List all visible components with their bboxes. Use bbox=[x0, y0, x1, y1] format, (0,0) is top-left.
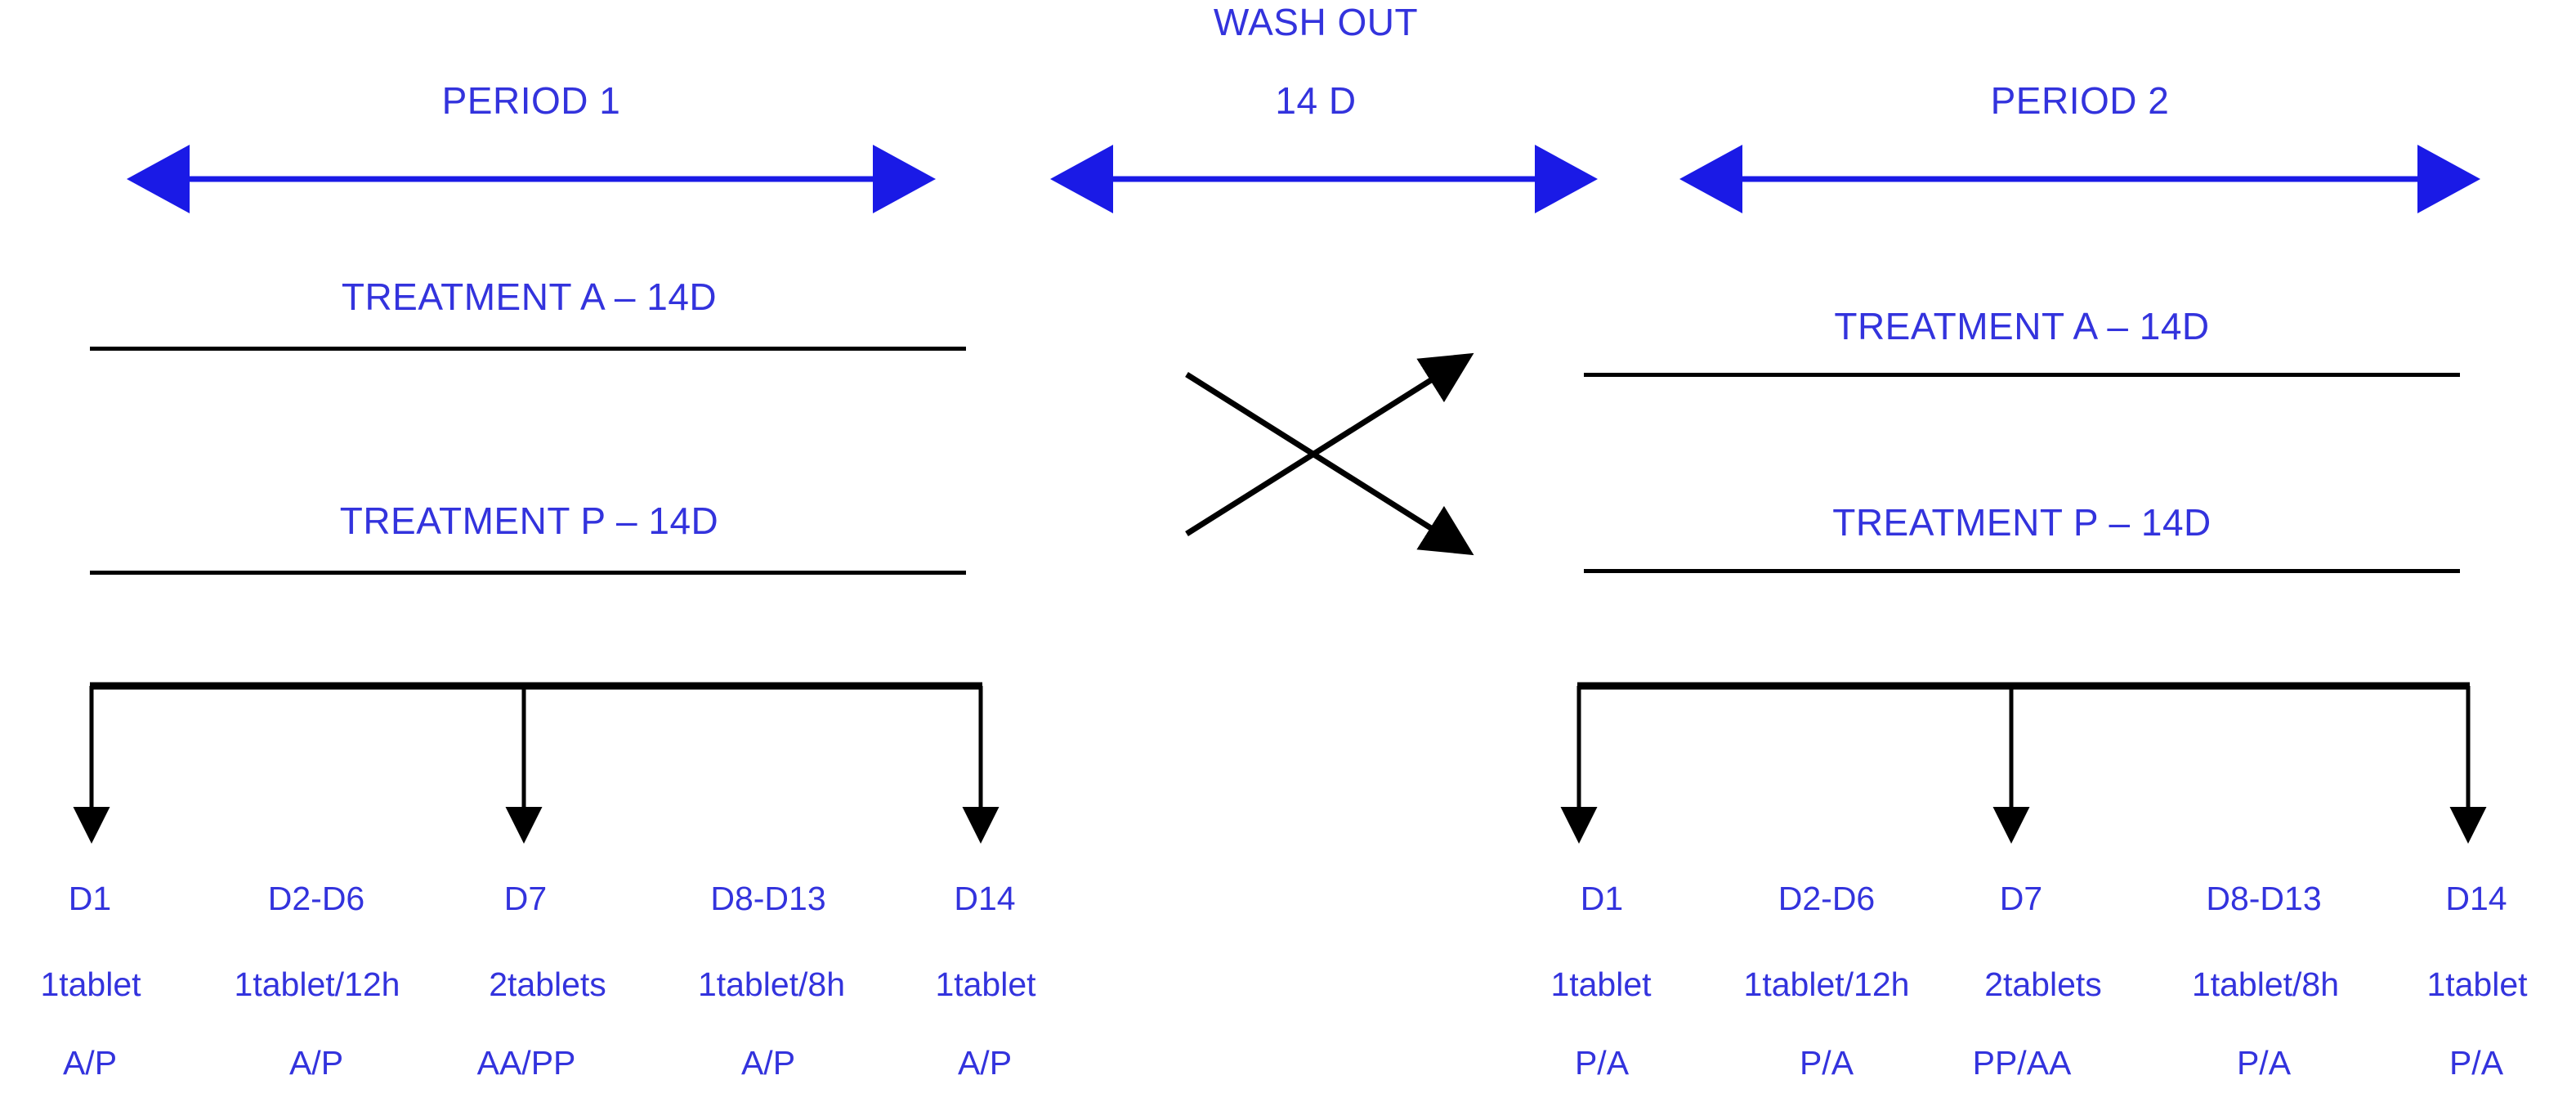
period-1-span-arrow bbox=[127, 145, 936, 213]
right-seq-2: P/A bbox=[1799, 1044, 1854, 1082]
right-treatment-p-rule bbox=[1584, 569, 2460, 573]
left-treatment-a-rule bbox=[90, 347, 966, 351]
right-treatment-a-label: TREATMENT A – 14D bbox=[1834, 305, 2210, 347]
right-treatment-p-label: TREATMENT P – 14D bbox=[1832, 501, 2212, 544]
right-day-3: D7 bbox=[1999, 880, 2043, 917]
right-dose-4: 1tablet/8h bbox=[2191, 965, 2340, 1003]
left-seq-4: A/P bbox=[740, 1044, 796, 1082]
right-dose-2: 1tablet/12h bbox=[1743, 965, 1910, 1003]
washout-span-arrow bbox=[1050, 145, 1598, 213]
crossover-x-arrows bbox=[1185, 352, 1474, 556]
left-treatment-p-rule bbox=[90, 571, 966, 575]
left-day-5: D14 bbox=[954, 880, 1016, 917]
right-dose-3: 2tablets bbox=[1984, 965, 2102, 1003]
left-dose-5: 1tablet bbox=[935, 965, 1036, 1003]
left-dose-2: 1tablet/12h bbox=[234, 965, 400, 1003]
crossover-arrow-down bbox=[1185, 372, 1474, 556]
left-dosing-bracket bbox=[73, 682, 1000, 844]
right-treatment-a-rule bbox=[1584, 373, 2460, 377]
right-day-5: D14 bbox=[2445, 880, 2507, 917]
left-dose-4: 1tablet/8h bbox=[697, 965, 846, 1003]
right-day-4: D8-D13 bbox=[2206, 880, 2322, 917]
right-seq-3: PP/AA bbox=[1972, 1044, 2072, 1082]
washout-title: WASH OUT bbox=[1213, 1, 1419, 43]
left-day-2: D2-D6 bbox=[267, 880, 365, 917]
right-dose-5: 1tablet bbox=[2426, 965, 2528, 1003]
left-seq-2: A/P bbox=[288, 1044, 344, 1082]
left-dose-1: 1tablet bbox=[40, 965, 141, 1003]
right-seq-5: P/A bbox=[2449, 1044, 2504, 1082]
left-seq-1: A/P bbox=[62, 1044, 118, 1082]
left-day-4: D8-D13 bbox=[710, 880, 826, 917]
period-2-span-arrow bbox=[1679, 145, 2480, 213]
period-1-title: PERIOD 1 bbox=[441, 79, 621, 122]
right-dosing-bracket bbox=[1560, 682, 2487, 844]
period-2-title: PERIOD 2 bbox=[1990, 79, 2170, 122]
left-treatment-p-label: TREATMENT P – 14D bbox=[339, 500, 719, 542]
right-day-1: D1 bbox=[1580, 880, 1624, 917]
right-day-2: D2-D6 bbox=[1778, 880, 1876, 917]
right-dose-1: 1tablet bbox=[1550, 965, 1652, 1003]
left-day-3: D7 bbox=[503, 880, 548, 917]
left-seq-3: AA/PP bbox=[476, 1044, 576, 1082]
left-dose-3: 2tablets bbox=[489, 965, 606, 1003]
right-seq-4: P/A bbox=[2236, 1044, 2292, 1082]
left-treatment-a-label: TREATMENT A – 14D bbox=[341, 276, 718, 318]
left-seq-5: A/P bbox=[957, 1044, 1013, 1082]
left-day-1: D1 bbox=[68, 880, 112, 917]
washout-duration: 14 D bbox=[1275, 79, 1357, 122]
right-seq-1: P/A bbox=[1574, 1044, 1630, 1082]
